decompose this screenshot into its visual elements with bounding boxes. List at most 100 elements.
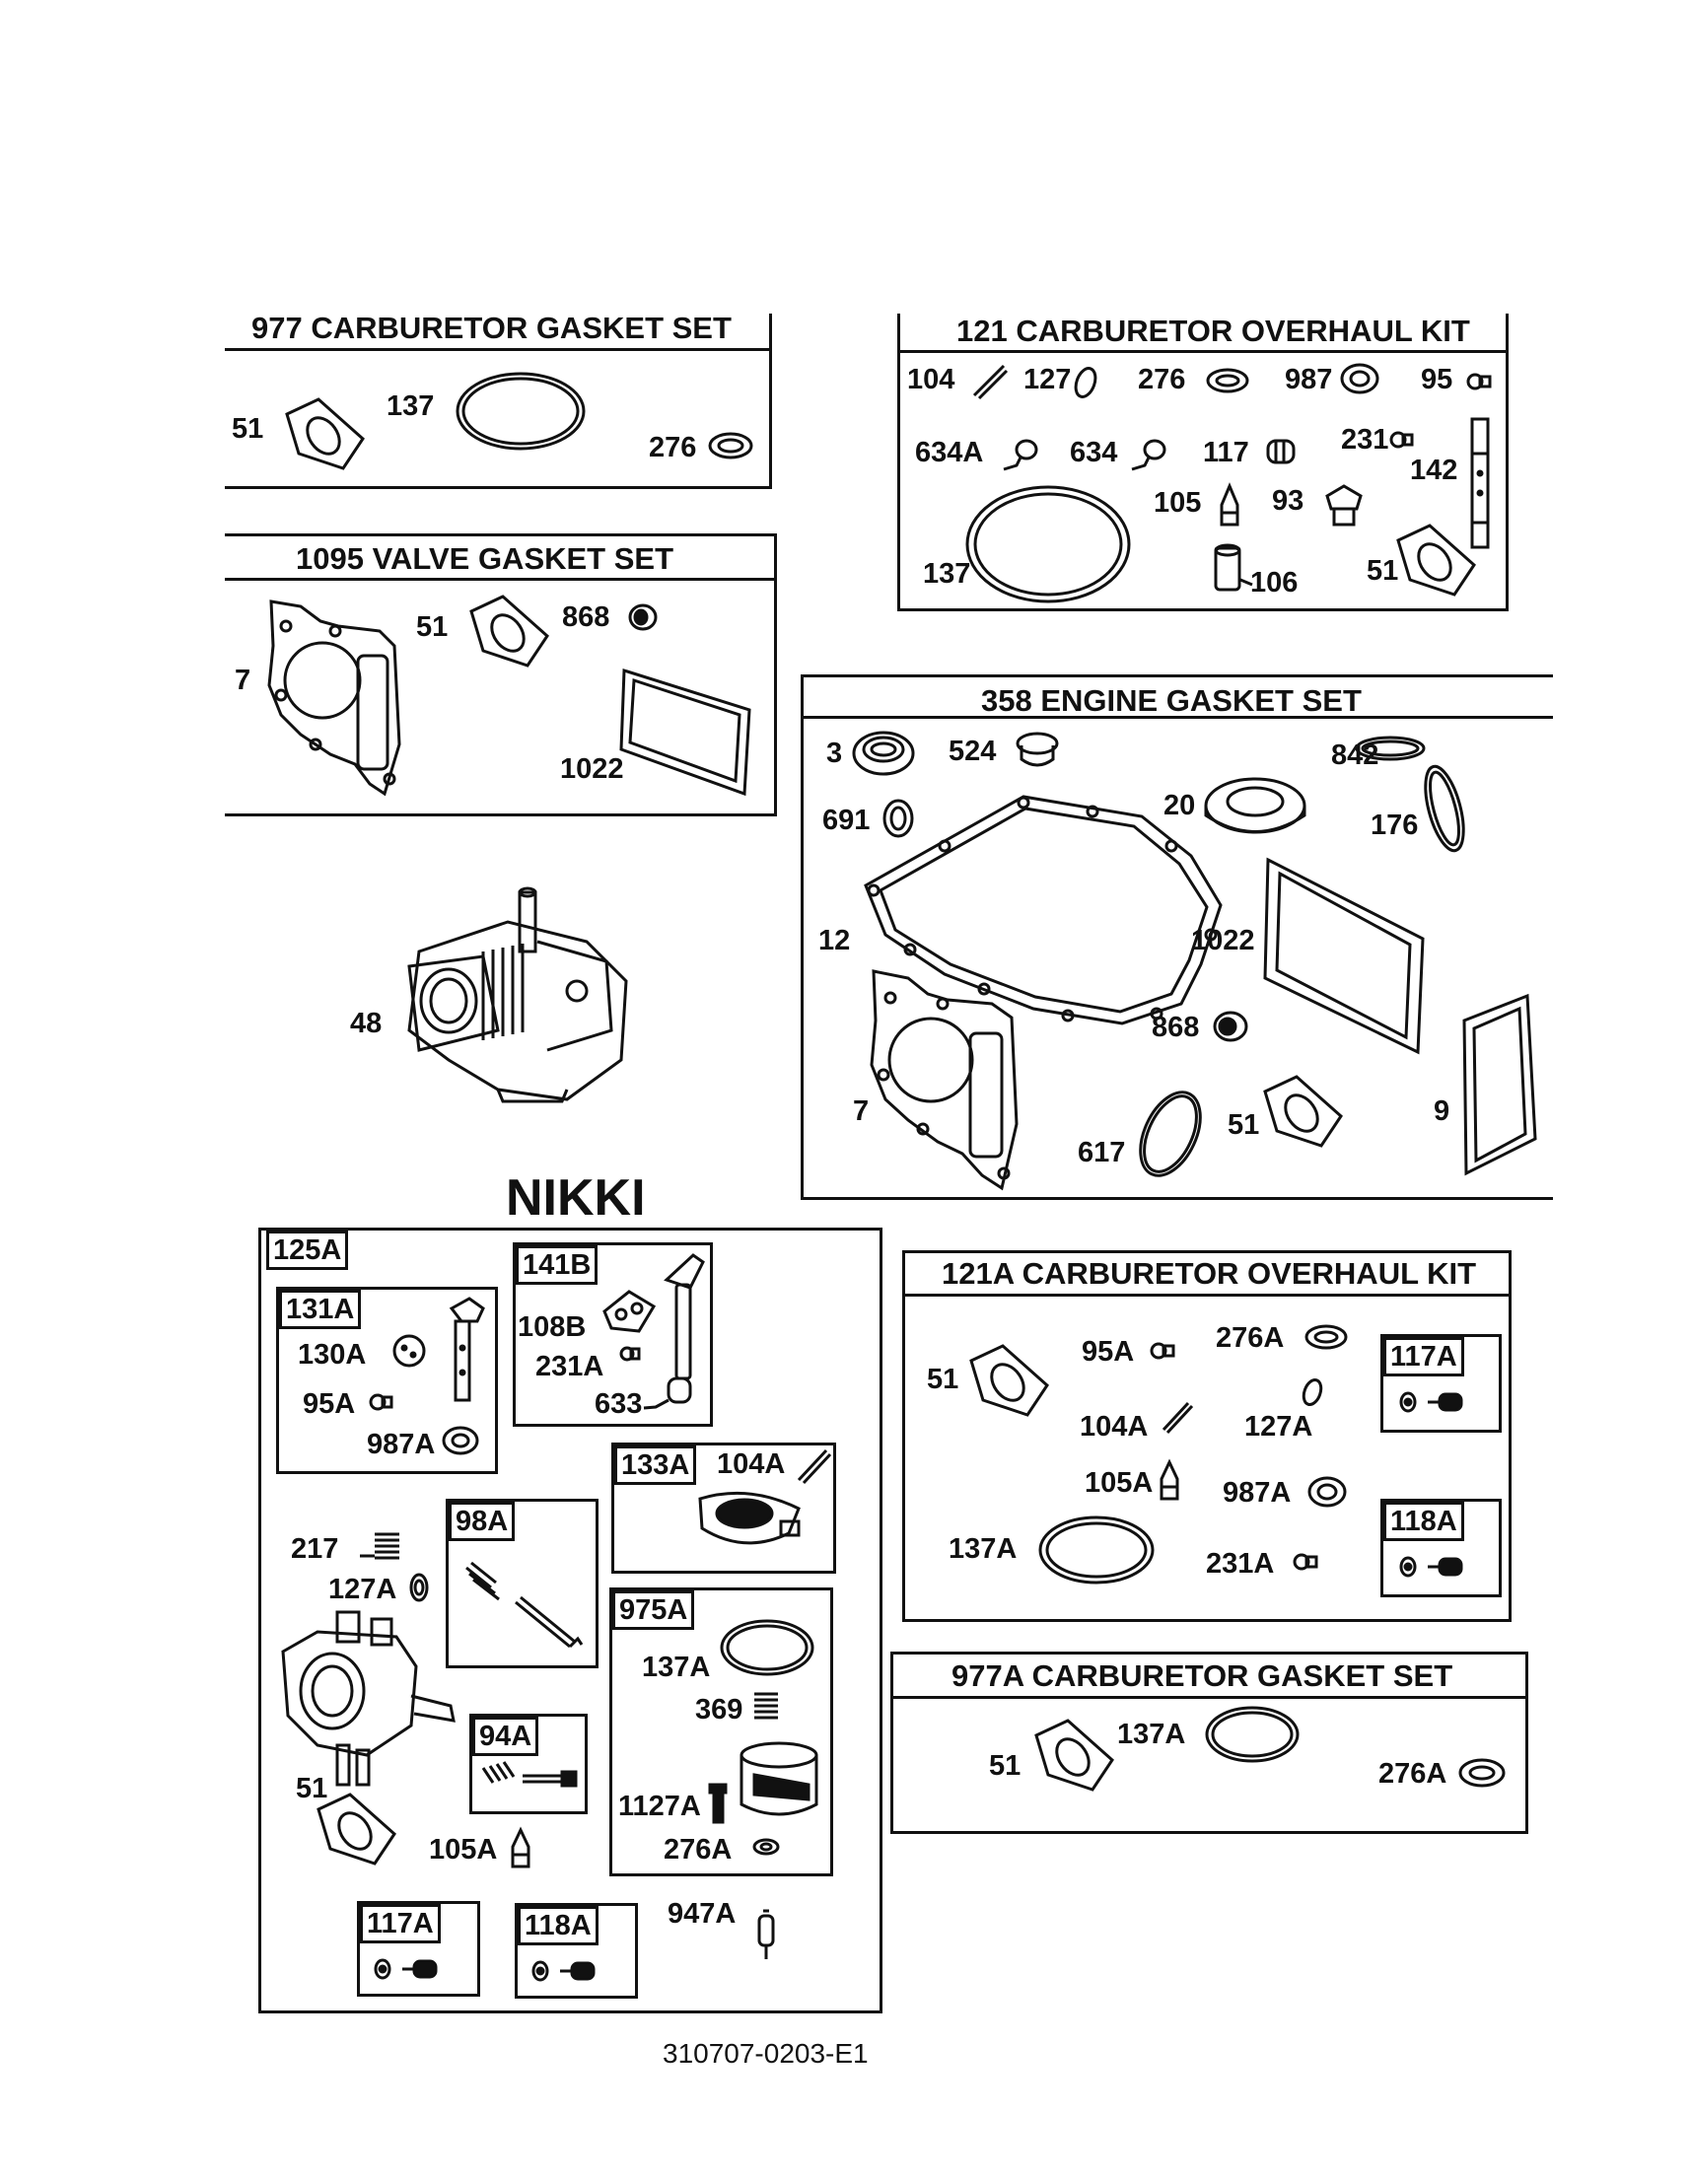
screw-icon	[1150, 1342, 1175, 1360]
part-label: 617	[1078, 1137, 1126, 1168]
kit-94A-box	[469, 1714, 588, 1814]
seal-icon	[752, 1838, 780, 1856]
part-label: 842	[1331, 740, 1379, 771]
gasket-icon	[969, 1344, 1049, 1417]
seal-icon	[1458, 1758, 1506, 1788]
o-ring-icon	[720, 1619, 814, 1676]
plug-seal-icon	[1016, 732, 1059, 767]
carburetor-body-icon	[281, 1610, 456, 1787]
o-ring-icon	[1424, 764, 1465, 853]
kit-tag: 117A	[360, 1904, 441, 1943]
gasket-icon	[285, 397, 365, 470]
bowl-gasket-icon	[442, 1426, 479, 1455]
nikki-frame	[258, 1228, 882, 2013]
o-ring-icon	[1038, 1515, 1155, 1585]
part-label: 127	[1023, 364, 1072, 395]
float-icon	[698, 1491, 801, 1545]
divider	[897, 608, 1509, 611]
kit-121A-frame	[902, 1250, 1512, 1622]
jet-set-icon	[374, 1958, 438, 1980]
screw-icon	[619, 1346, 641, 1362]
part-label: 95A	[303, 1388, 356, 1420]
part-label: 51	[1228, 1109, 1260, 1141]
o-ring-icon	[1139, 1091, 1202, 1177]
seal-ring-icon	[882, 799, 914, 838]
part-label: 95	[1421, 364, 1453, 395]
gasket-icon	[469, 595, 549, 668]
part-label: 142	[1410, 455, 1458, 486]
kit-tag: 141B	[516, 1245, 599, 1285]
jet-icon	[1325, 484, 1363, 527]
part-label: 1022	[1191, 925, 1255, 956]
seal-icon	[1206, 368, 1249, 393]
gasket-icon	[317, 1793, 396, 1866]
part-label: 127A	[1244, 1411, 1313, 1443]
divider	[1506, 314, 1509, 611]
part-label: 7	[853, 1095, 870, 1127]
part-label: 369	[695, 1694, 743, 1726]
section-title: 121 CARBURETOR OVERHAUL KIT	[956, 314, 1470, 348]
part-label: 947A	[668, 1898, 737, 1930]
valve-seal-icon	[628, 603, 658, 631]
part-label: 51	[927, 1364, 959, 1395]
oil-seal-icon	[1204, 777, 1306, 834]
part-label: 104A	[717, 1448, 786, 1480]
gasket-icon	[602, 1290, 657, 1333]
pilot-screw-spring-icon	[481, 1761, 578, 1788]
pin-icon	[1162, 1401, 1194, 1435]
gasket-icon	[1034, 1719, 1114, 1792]
part-label: 137	[923, 558, 971, 590]
part-label: 104	[907, 364, 955, 395]
part-label: 106	[1250, 567, 1299, 599]
spring-icon	[754, 1692, 778, 1720]
head-gasket-icon	[267, 599, 401, 797]
part-label: 634A	[915, 437, 984, 468]
part-label: 634	[1070, 437, 1118, 468]
gasket-icon	[392, 1334, 426, 1368]
gasket-icon	[1396, 524, 1476, 597]
kit-141B-box	[513, 1242, 713, 1427]
part-label: 51	[416, 611, 449, 643]
kit-975A-box	[609, 1587, 833, 1876]
part-label: 231A	[535, 1351, 604, 1382]
part-label: 48	[350, 1008, 383, 1039]
kit-tag: 975A	[612, 1590, 695, 1630]
divider	[225, 486, 772, 489]
divider	[225, 348, 772, 351]
screw-icon	[1466, 373, 1492, 390]
part-label: 3	[826, 738, 843, 769]
part-label: 105	[1154, 487, 1202, 519]
emulsion-tube-icon	[449, 1297, 485, 1402]
screw-icon	[1389, 431, 1414, 449]
part-label: 117	[1203, 437, 1249, 468]
part-label: 987A	[367, 1429, 436, 1460]
gasket-ring-icon	[409, 1573, 429, 1602]
part-label: 20	[1163, 790, 1196, 821]
kit-98A-box	[446, 1499, 599, 1668]
part-label: 868	[562, 601, 610, 633]
kit-tag: 118A	[518, 1906, 599, 1945]
kit-117A-box	[357, 1901, 480, 1997]
float-bowl-icon	[740, 1741, 818, 1816]
spring-clip-icon	[1003, 439, 1038, 471]
part-label: 137A	[642, 1652, 711, 1683]
kit-131A-box	[276, 1287, 498, 1474]
part-label: 12	[818, 925, 851, 956]
divider	[225, 578, 777, 581]
part-label: 276A	[1216, 1322, 1285, 1354]
o-ring-icon	[1355, 736, 1426, 761]
manufacturer-heading: NIKKI	[506, 1169, 646, 1227]
part-label: 95A	[1082, 1336, 1135, 1368]
spring-clip-icon	[643, 1376, 692, 1410]
divider	[225, 533, 777, 536]
part-label: 987	[1285, 364, 1333, 395]
part-label: 987A	[1223, 1477, 1292, 1509]
rocker-cover-gasket-icon	[1462, 993, 1537, 1176]
needle-valve-icon	[511, 1826, 530, 1868]
divider	[774, 533, 777, 816]
section-title: 977 CARBURETOR GASKET SET	[251, 311, 732, 345]
part-label: 137A	[949, 1533, 1018, 1565]
part-label: 137	[387, 390, 435, 422]
rocker-cover-gasket-icon	[619, 668, 751, 797]
crankcase-gasket-icon	[864, 795, 1223, 1025]
